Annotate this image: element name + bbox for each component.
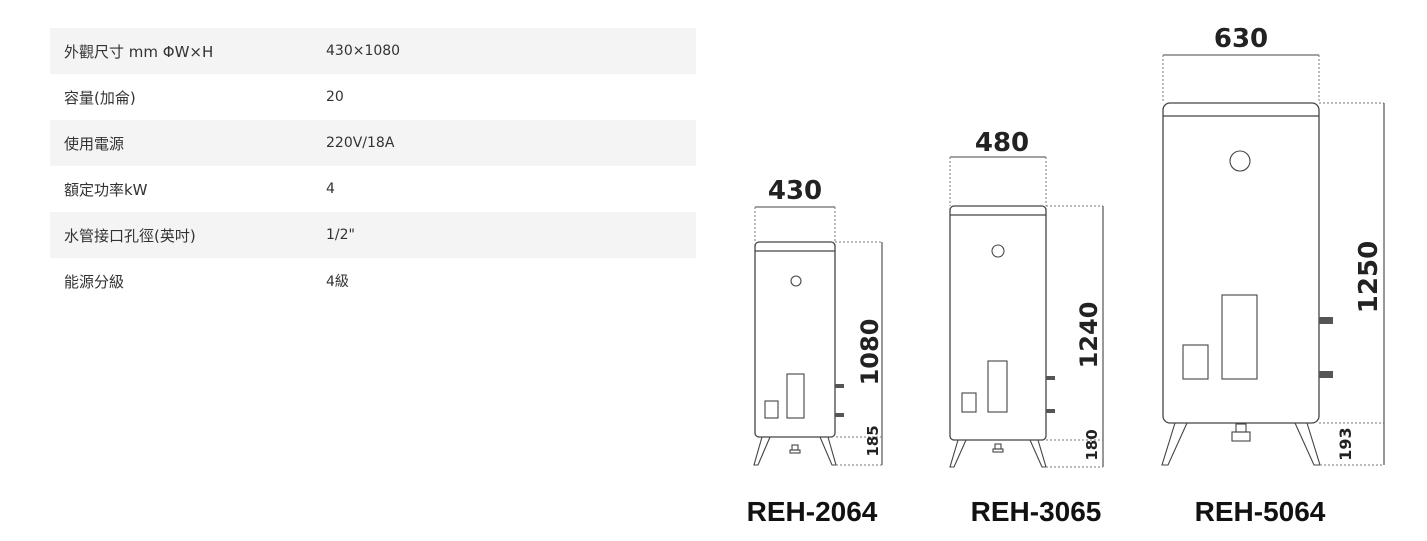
tank-leg-left: [949, 439, 967, 468]
height-label: 1240: [1075, 302, 1103, 369]
tank-leg-left: [753, 436, 771, 466]
control-panel-small: [961, 392, 977, 413]
drain-valve-base: [789, 449, 801, 454]
drain-valve: [994, 443, 1002, 450]
spec-label: 使用電源: [64, 134, 125, 153]
control-panel-large: [786, 373, 805, 419]
spec-table: 外觀尺寸 mm ΦW×H 430×1080 容量(加侖) 20 使用電源 220…: [50, 28, 696, 304]
spec-label: 額定功率kW: [64, 180, 148, 199]
spec-value: 430×1080: [326, 43, 401, 59]
drain-valve: [1235, 423, 1247, 433]
drain-valve-base: [992, 448, 1004, 453]
gauge-circle: [790, 275, 802, 287]
pipe-inlet: [1046, 409, 1055, 413]
spec-label: 水管接口孔徑(英吋): [64, 226, 196, 245]
spec-value: 220V/18A: [326, 135, 395, 151]
model-label: REH-5064: [1195, 496, 1326, 527]
heater-reh-3065: 480 1240 180 REH-3065: [949, 128, 1104, 527]
spec-label: 容量(加侖): [64, 88, 136, 107]
spec-row-energy-grade: 能源分級 4級: [50, 258, 696, 304]
spec-value: 4: [326, 181, 335, 197]
pipe-inlet: [835, 413, 844, 417]
tank-body: [754, 241, 836, 438]
drain-valve: [791, 444, 799, 451]
pipe-inlet: [1319, 371, 1333, 378]
control-panel-large: [987, 360, 1008, 413]
height-label: 1250: [1354, 241, 1384, 313]
tank-leg-right: [1029, 439, 1047, 468]
height-label: 1080: [856, 319, 884, 386]
spec-row-pipe-diameter: 水管接口孔徑(英吋) 1/2": [50, 212, 696, 258]
tank-leg-right: [819, 436, 837, 466]
gauge-circle: [991, 244, 1005, 258]
heater-dimension-diagram: 430 1080 185 REH-2064 480: [747, 24, 1385, 527]
tank-leg-left: [1161, 422, 1188, 466]
pipe-outlet: [835, 384, 844, 388]
control-panel-small: [764, 400, 779, 419]
leg-height-label: 185: [864, 425, 882, 456]
heater-reh-2064: 430 1080 185 REH-2064: [747, 176, 884, 527]
tank-body: [1162, 102, 1320, 424]
tank-body: [949, 205, 1047, 441]
control-panel-large: [1221, 294, 1258, 380]
width-label: 480: [975, 128, 1029, 158]
spec-row-power-supply: 使用電源 220V/18A: [50, 120, 696, 166]
spec-value: 1/2": [326, 227, 355, 243]
leg-height-label: 193: [1336, 427, 1355, 460]
spec-label: 能源分級: [64, 272, 125, 291]
drain-valve-base: [1231, 431, 1251, 442]
width-label: 430: [768, 176, 822, 206]
pipe-outlet: [1319, 317, 1333, 324]
spec-row-dimensions: 外觀尺寸 mm ΦW×H 430×1080: [50, 28, 696, 74]
width-label: 630: [1214, 24, 1268, 54]
heater-reh-5064: 630 1250 193 REH-5064: [1161, 24, 1385, 527]
spec-value: 4級: [326, 274, 349, 290]
leg-height-label: 180: [1083, 429, 1101, 460]
spec-row-capacity: 容量(加侖) 20: [50, 74, 696, 120]
control-panel-small: [1182, 344, 1209, 380]
spec-label: 外觀尺寸 mm ΦW×H: [64, 42, 214, 61]
pipe-outlet: [1046, 376, 1055, 380]
model-label: REH-3065: [971, 496, 1102, 527]
gauge-circle: [1229, 150, 1251, 172]
model-label: REH-2064: [747, 496, 878, 527]
tank-leg-right: [1294, 422, 1321, 466]
spec-value: 20: [326, 89, 344, 105]
spec-row-rated-power: 額定功率kW 4: [50, 166, 696, 212]
